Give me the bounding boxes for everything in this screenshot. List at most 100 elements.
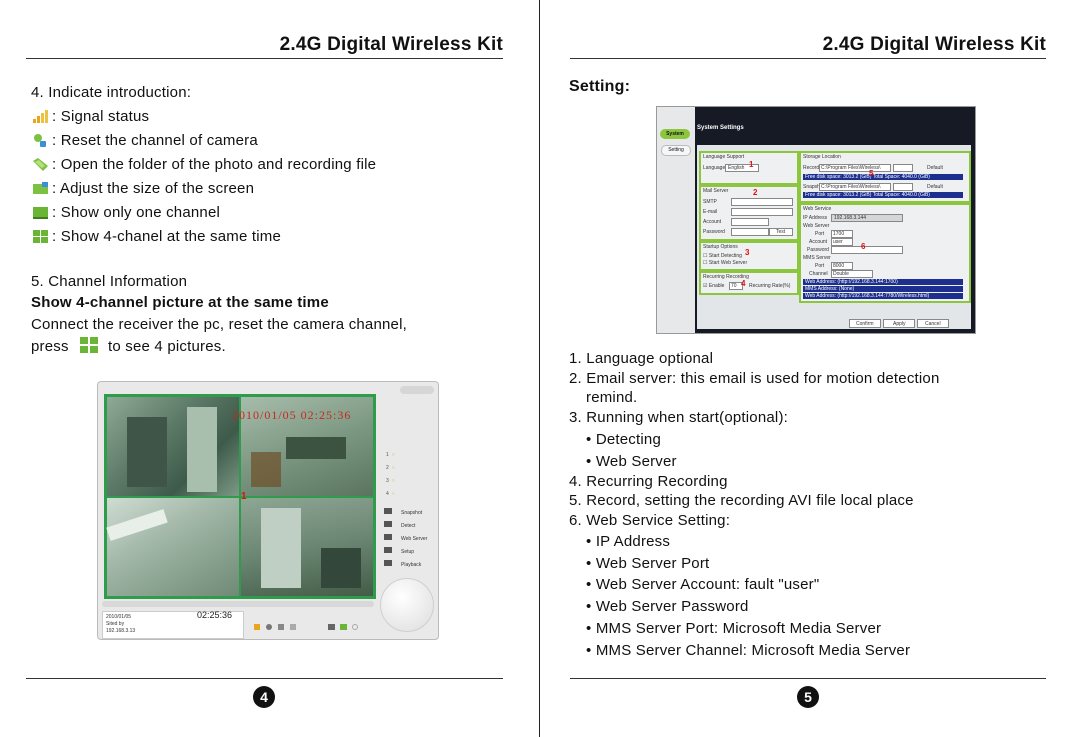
- menu-playback[interactable]: Playback: [384, 559, 427, 572]
- list-item: remind.: [586, 389, 638, 406]
- list-item: • Web Server: [586, 453, 677, 470]
- group-title: Storage Location: [803, 154, 841, 160]
- menu-snapshot[interactable]: Snapshot: [384, 507, 427, 520]
- folder-icon: [33, 158, 48, 171]
- record-path-field[interactable]: C:\Program Files\Wireless\: [819, 164, 891, 172]
- field-label: E-mail: [703, 209, 718, 215]
- test-button[interactable]: Test: [769, 228, 793, 236]
- timestamp-overlay: 2010/01/05 02:25:36: [232, 408, 352, 422]
- system-settings-screenshot: System Setting System Settings Language …: [656, 106, 976, 334]
- rate-select[interactable]: 70: [729, 282, 743, 290]
- header-rule-left: [26, 58, 503, 59]
- mms-port-field[interactable]: 8000: [831, 262, 853, 270]
- list-item: • Web Server Port: [586, 555, 710, 572]
- viewer-screenshot: 2010/01/05 02:25:36 1 1 ○ 2 ○ 3 ○ 4 ○ Sn…: [97, 381, 439, 640]
- list-item: 5. Record, setting the recording AVI fil…: [569, 492, 914, 509]
- single-channel-icon[interactable]: [328, 624, 335, 630]
- list-item: 6. Web Service Setting:: [569, 512, 731, 529]
- field-label: Password: [703, 229, 725, 235]
- field-label: Language: [703, 165, 726, 171]
- smtp-field[interactable]: [731, 198, 793, 206]
- progress-track[interactable]: [102, 601, 374, 607]
- list-item: 3. Running when start(optional):: [569, 409, 789, 426]
- web-account-field[interactable]: user: [831, 238, 853, 246]
- channel-item[interactable]: 1 ○: [386, 452, 395, 458]
- marker-1: 1: [749, 160, 754, 169]
- screen-size-icon[interactable]: [290, 624, 296, 630]
- icon-label-four: : Show 4-chanel at the same time: [52, 228, 282, 245]
- page-divider: [539, 0, 540, 737]
- four-channel-icon: [33, 230, 48, 243]
- setup-icon: [384, 547, 392, 553]
- url-line-1[interactable]: Web Address: (http://192.168.3.144:1700): [803, 279, 963, 285]
- field-label: SMTP: [703, 199, 717, 205]
- mms-channel-select[interactable]: Double: [831, 270, 873, 278]
- camera-view-2: [241, 397, 373, 496]
- menu-detect[interactable]: Detect: [384, 520, 427, 533]
- field-label: Account: [703, 219, 722, 225]
- tab-setting[interactable]: Setting: [661, 145, 691, 156]
- single-channel-icon: [33, 207, 48, 219]
- marker-4: 4: [741, 279, 746, 288]
- cancel-button[interactable]: Cancel: [917, 319, 949, 328]
- web-service-group: Web Service IP Address 192.168.3.144 Web…: [799, 203, 971, 303]
- start-detecting-checkbox[interactable]: ☐ Start Detecting: [703, 253, 742, 259]
- section5-press: press: [31, 338, 69, 355]
- enable-checkbox[interactable]: ☑ Enable: [703, 283, 725, 289]
- folder-icon[interactable]: [278, 624, 284, 630]
- marker-5: 5: [869, 169, 874, 178]
- camera-view-4: [241, 498, 373, 596]
- reset-camera-icon[interactable]: [266, 624, 272, 630]
- web-password-field[interactable]: [831, 246, 903, 254]
- marker-2: 2: [753, 188, 758, 197]
- control-dial[interactable]: [380, 578, 434, 632]
- apply-button[interactable]: Apply: [883, 319, 915, 328]
- group-title: Startup Options: [703, 244, 738, 250]
- signal-bars-icon: [33, 110, 48, 123]
- menu-web-server[interactable]: Web Server: [384, 533, 427, 546]
- four-channel-icon[interactable]: [340, 624, 347, 630]
- menu-setup[interactable]: Setup: [384, 546, 427, 559]
- snapshot-browse-button[interactable]: [893, 183, 913, 191]
- language-select[interactable]: English: [725, 164, 759, 172]
- email-field[interactable]: [731, 208, 793, 216]
- confirm-button[interactable]: Confirm: [849, 319, 881, 328]
- web-port-field[interactable]: 1700: [831, 230, 853, 238]
- channel-item[interactable]: 2 ○: [386, 465, 395, 471]
- status-time: 02:25:36: [197, 610, 233, 620]
- list-item: 4. Recurring Recording: [569, 473, 728, 490]
- left-page: 2.4G Digital Wireless Kit 4. Indicate in…: [26, 34, 503, 708]
- icon-label-screen: : Adjust the size of the screen: [52, 180, 255, 197]
- field-label: Web Server: [803, 223, 830, 229]
- section5-subtitle: Show 4-channel picture at the same time: [31, 294, 329, 311]
- start-web-server-checkbox[interactable]: ☐ Start Web Server: [703, 260, 748, 266]
- recurring-group: Recurring Recording ☑ Enable 70 Recurrin…: [699, 271, 799, 295]
- url-line-3[interactable]: Web Address: (http://192.168.3.144:7780/…: [803, 293, 963, 299]
- channel-item[interactable]: 4 ○: [386, 491, 395, 497]
- settings-sidebar: System Setting: [657, 107, 695, 333]
- status-date: 2010/01/05: [106, 614, 132, 620]
- refresh-icon[interactable]: [352, 624, 358, 630]
- camera-view-1: [107, 397, 239, 496]
- record-browse-button[interactable]: [893, 164, 913, 172]
- password-field[interactable]: [731, 228, 769, 236]
- channel-item[interactable]: 3 ○: [386, 478, 395, 484]
- mail-server-group: Mail Server SMTP E-mail Account Password…: [699, 185, 799, 241]
- url-line-2[interactable]: MMS Address: (None): [803, 286, 963, 292]
- startup-group: Startup Options ☐ Start Detecting ☐ Star…: [699, 241, 799, 271]
- footer-rule-left: [26, 678, 503, 679]
- snapshot-default-button[interactable]: Default: [927, 184, 943, 190]
- settings-panel: Language Support Language English 1 Mail…: [697, 145, 971, 329]
- snapshot-free-space: Free disk space: 3013.2 (GiB) Total Spac…: [803, 192, 963, 198]
- icon-label-folder: : Open the folder of the photo and recor…: [52, 156, 377, 173]
- section5-line1: Connect the receiver the pc, reset the c…: [31, 316, 408, 333]
- list-item: • IP Address: [586, 533, 671, 550]
- list-item: • Web Server Account: fault "user": [586, 576, 820, 593]
- tab-system[interactable]: System: [660, 129, 690, 139]
- account-field[interactable]: [731, 218, 769, 226]
- ip-field: 192.168.3.144: [831, 214, 903, 222]
- marker-3: 3: [745, 248, 750, 257]
- record-default-button[interactable]: Default: [927, 165, 943, 171]
- signal-bars-icon[interactable]: [254, 624, 260, 630]
- snapshot-path-field[interactable]: C:\Program Files\Wireless\: [819, 183, 891, 191]
